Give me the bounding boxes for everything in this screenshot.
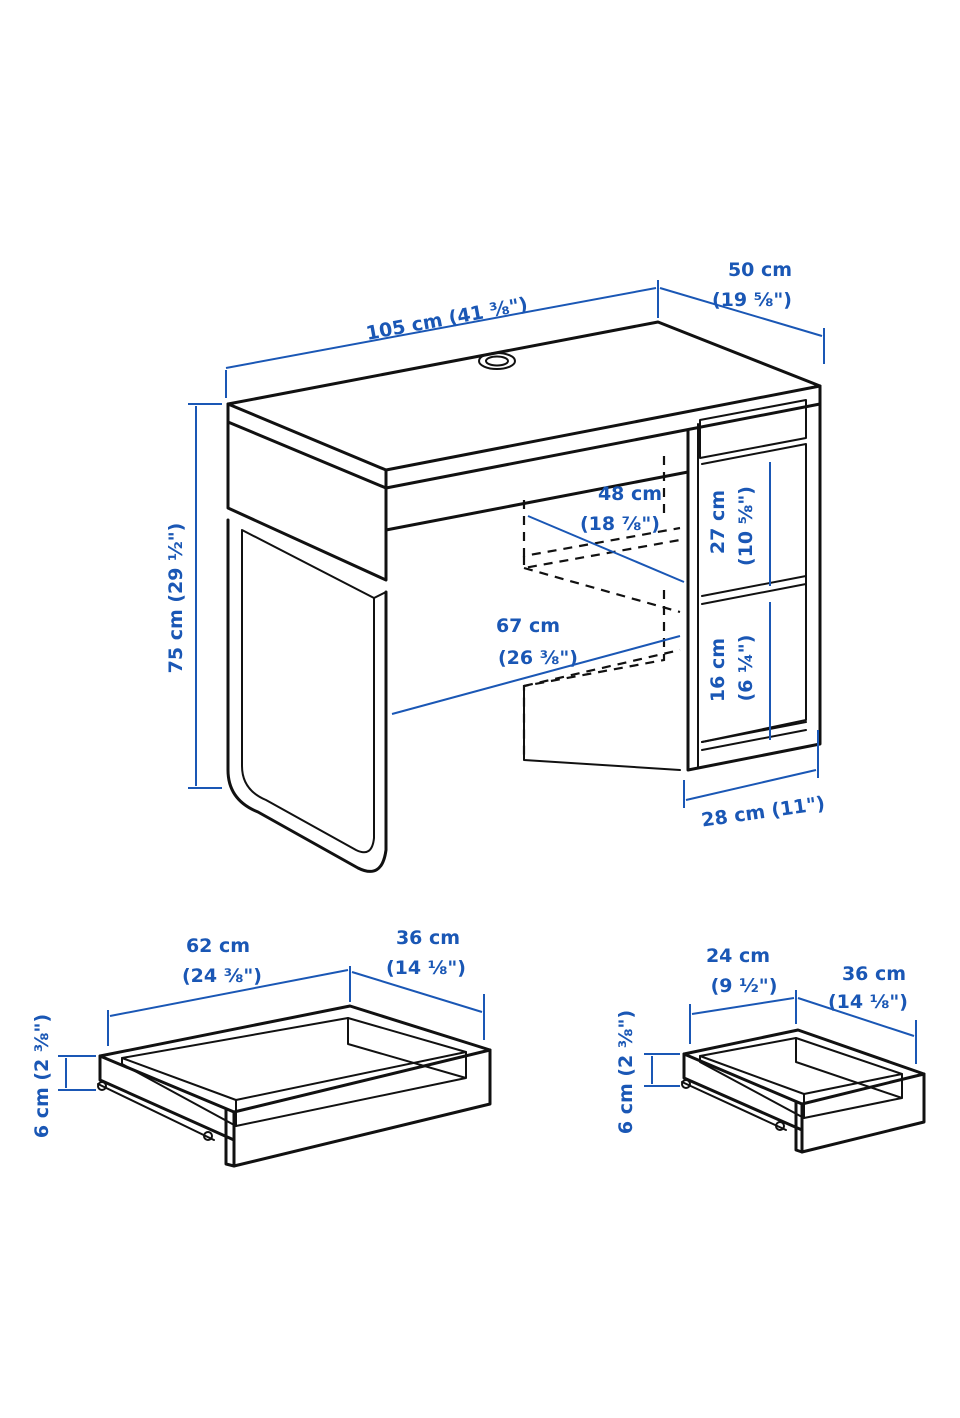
small-drawer-height-label: 6 cm (2 ⅜")	[615, 1010, 637, 1134]
large-drawer-depth-inch: (14 ⅛")	[386, 957, 466, 979]
desk-width-label: 105 cm (41 ⅜")	[364, 293, 529, 345]
small-drawer-depth-cm: 36 cm	[842, 963, 906, 985]
hidden-lower-shelf	[523, 648, 681, 688]
desk-top-side-edge	[384, 384, 822, 490]
desk-depth-cm: 50 cm	[728, 259, 792, 281]
small-drawer-front-edge	[794, 1100, 804, 1154]
small-runner-wheel-back	[681, 1079, 691, 1089]
shelf-lower-cm: 16 cm	[707, 638, 729, 702]
inner-top-cm: 48 cm	[598, 483, 662, 505]
large-drawer-front-edge	[224, 1108, 236, 1168]
left-apron	[226, 420, 388, 582]
height-extension-lines	[188, 403, 222, 789]
lower-back-edge	[523, 685, 681, 771]
small-runner-wheel-front	[775, 1121, 785, 1131]
large-drawer-left-side	[98, 1054, 236, 1142]
desk-drawing	[226, 320, 822, 873]
cable-grommet	[478, 352, 516, 370]
runner-wheel-front	[203, 1131, 213, 1141]
desk-top-surface	[226, 320, 822, 472]
small-drawer-dimensions: 24 cm (9 ½") 36 cm (14 ⅛") 6 cm (2 ⅜")	[615, 945, 917, 1134]
left-leg-joint	[373, 591, 387, 599]
small-drawer-width-inch: (9 ½")	[711, 975, 778, 997]
small-drawer-left-side	[682, 1052, 804, 1132]
small-drawer-width-line	[691, 997, 795, 1015]
small-drawer-height-ext	[644, 1053, 680, 1087]
small-drawer-inner-walls	[795, 1037, 903, 1119]
cabinet-depth-dimension-line	[685, 769, 817, 801]
desk-depth-inch: (19 ⅝")	[712, 289, 792, 311]
large-drawer-depth-line	[351, 971, 483, 1013]
small-drawer-depth-inch: (14 ⅛")	[828, 991, 908, 1013]
large-drawer-height-ext	[58, 1055, 96, 1091]
cabinet-front	[686, 402, 822, 772]
large-drawer-inner-left	[121, 1057, 237, 1127]
large-drawer-inner-walls	[235, 1017, 467, 1127]
large-drawer-front	[232, 1048, 492, 1168]
large-drawer-dimensions: 62 cm (24 ⅜") 36 cm (14 ⅛") 6 cm (2 ⅜")	[31, 927, 485, 1138]
small-drawer-depth-line	[797, 997, 915, 1037]
cabinet-depth-extension	[683, 730, 819, 808]
inner-top-inch: (18 ⅞")	[580, 513, 660, 535]
desk-height-label: 75 cm (29 ½")	[165, 523, 187, 674]
small-drawer-front	[800, 1072, 926, 1154]
hidden-back-panel	[522, 456, 666, 760]
left-leg-frame-inner	[241, 529, 375, 854]
small-drawer-drawing	[681, 1028, 926, 1154]
small-drawer-inner-left	[699, 1055, 805, 1119]
width-dimension-line	[225, 287, 657, 369]
shelf-lower-inch: (6 ¼")	[735, 635, 757, 702]
depth-dimension-line	[659, 287, 823, 337]
small-drawer-extension-lines	[689, 990, 917, 1064]
small-drawer-runner	[681, 1081, 787, 1131]
inner-bottom-cm: 67 cm	[496, 615, 560, 637]
inner-bottom-dimension-line	[391, 635, 681, 715]
cabinet-top-drawer	[699, 399, 807, 459]
cabinet-shelf-middle	[701, 575, 807, 605]
small-drawer-width-cm: 24 cm	[706, 945, 770, 967]
large-drawer-extension-lines	[107, 966, 485, 1046]
cable-grommet-inner	[485, 355, 509, 367]
shelf-upper-cm: 27 cm	[707, 490, 729, 554]
inner-top-dimension-line	[527, 515, 685, 583]
inner-bottom-inch: (26 ⅜")	[498, 647, 578, 669]
large-drawer-depth-cm: 36 cm	[396, 927, 460, 949]
large-drawer-height-label: 6 cm (2 ⅜")	[31, 1014, 53, 1138]
large-drawer-width-inch: (24 ⅜")	[182, 965, 262, 987]
hidden-shelf-diagonal	[523, 566, 681, 614]
large-drawer-runner	[97, 1083, 215, 1141]
cabinet-shelf-bottom	[701, 721, 807, 751]
left-leg-frame	[226, 518, 388, 873]
large-drawer-width-line	[109, 969, 349, 1017]
runner-wheel-back	[97, 1081, 107, 1091]
desk-top-front-edge	[226, 402, 388, 490]
large-drawer-width-cm: 62 cm	[186, 935, 250, 957]
cabinet-depth-label: 28 cm (11")	[700, 793, 826, 832]
shelf-upper-inch: (10 ⅝")	[735, 486, 757, 566]
width-extension-lines	[225, 280, 659, 398]
large-drawer-drawing	[97, 1004, 492, 1168]
hidden-upper-shelf	[522, 538, 681, 570]
